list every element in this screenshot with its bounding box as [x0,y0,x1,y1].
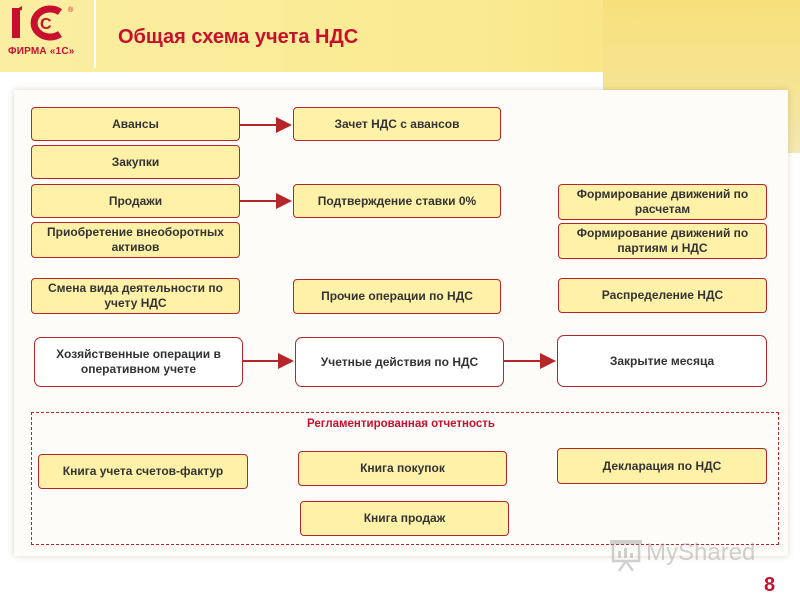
reporting-label: Регламентированная отчетность [307,418,495,430]
box-raspredelenie: Распределение НДС [558,278,767,313]
box-hoz: Хозяйственные операции в оперативном уче… [34,337,243,387]
box-prochie: Прочие операции по НДС [293,279,501,314]
watermark: MyShared [610,535,770,575]
box-kniga-pokupok: Книга покупок [298,451,507,486]
box-zachet: Зачет НДС с авансов [293,107,501,141]
watermark-text: MyShared [646,539,756,566]
box-zakupki: Закупки [31,145,240,179]
page-number: 8 [764,574,776,596]
box-kniga-sf: Книга учета счетов-фактур [38,454,248,489]
svg-text:С: С [40,16,52,33]
page-title: Общая схема учета НДС [118,26,359,48]
box-uchetnye: Учетные действия по НДС [295,337,504,387]
box-form-raschety: Формирование движений по расчетам [558,184,767,220]
logo-text: ФИРМА «1С» [8,46,75,57]
box-smena: Смена вида деятельности по учету НДС [31,278,240,314]
box-zakrytie: Закрытие месяца [557,335,767,387]
box-podtverzhdenie: Подтверждение ставки 0% [293,184,501,218]
svg-text:®: ® [68,6,74,14]
logo: С ® ФИРМА «1С» [0,0,96,68]
box-form-partii: Формирование движений по партиям и НДС [558,223,767,259]
presentation-icon [610,540,642,572]
box-avansy: Авансы [31,107,240,141]
box-prodazhi: Продажи [31,184,240,218]
box-priobretenie: Приобретение внеоборотных активов [31,222,240,258]
box-deklaraciya: Декларация по НДС [557,448,767,484]
logo-1c-mark: С ® [12,5,74,41]
reporting-area [31,412,779,545]
box-kniga-prodazh: Книга продаж [300,501,509,536]
